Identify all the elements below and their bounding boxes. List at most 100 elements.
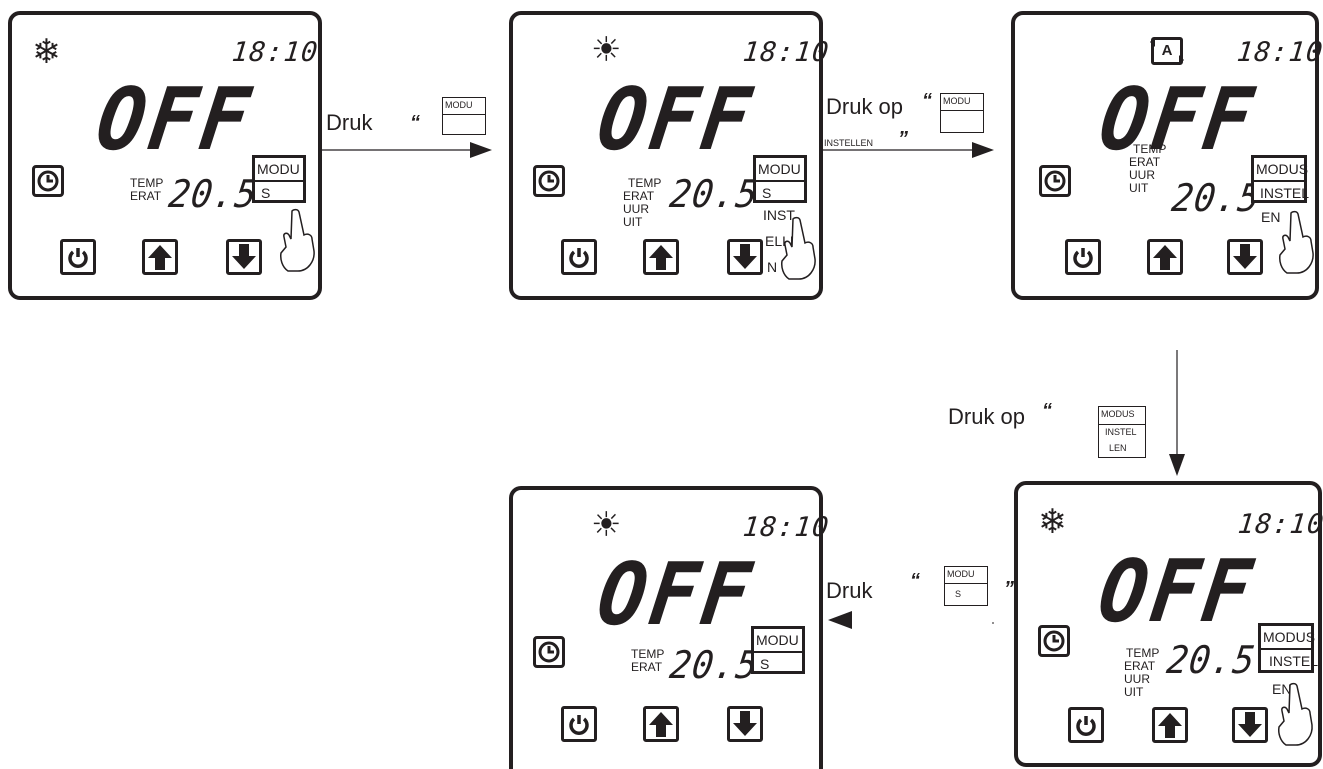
- temp-label-b: ERAT: [623, 189, 655, 203]
- display-panel-3: A 18:10 OFF TEMP ERAT UUR UIT 20.5 MODUS…: [1011, 11, 1323, 300]
- arrow-3-head: [1169, 454, 1185, 476]
- step4-key-label: MODU: [947, 569, 975, 579]
- step1-quote: “: [410, 112, 420, 134]
- arrow-up-icon: [148, 245, 172, 270]
- temp-label-d: UIT: [623, 215, 643, 229]
- step4-key: MODU S: [944, 566, 988, 606]
- auto-mode-icon: A: [1150, 37, 1184, 65]
- sun-icon: ☀: [591, 30, 622, 70]
- mode-button-label: MODU: [257, 161, 300, 177]
- power-button[interactable]: [60, 239, 96, 275]
- clock-icon: [1044, 170, 1066, 192]
- arrow-down-icon: [733, 244, 757, 269]
- timer-button[interactable]: [1038, 625, 1070, 657]
- temperature-value: 20.5: [1164, 638, 1259, 682]
- temp-label-a: TEMP: [1126, 646, 1160, 660]
- up-button[interactable]: [643, 706, 679, 742]
- power-icon: [569, 715, 589, 735]
- mode-overflow-en: EN: [1261, 209, 1281, 225]
- arrow-down-icon: [1238, 712, 1262, 737]
- mode-button[interactable]: MODU S: [252, 155, 306, 203]
- clock-icon: [538, 170, 560, 192]
- mode-button[interactable]: MODU S: [753, 155, 807, 203]
- mode-button-label-2: INSTEL: [1269, 653, 1319, 669]
- step3-label: Druk op: [948, 404, 1026, 429]
- power-button[interactable]: [1065, 239, 1101, 275]
- power-icon: [569, 248, 589, 268]
- clock-readout: 18:10: [741, 512, 831, 543]
- arrow-up-icon: [649, 245, 673, 270]
- temp-label-b: ERAT: [1129, 155, 1161, 169]
- clock-readout: 18:10: [230, 37, 320, 68]
- up-button[interactable]: [142, 239, 178, 275]
- up-button[interactable]: [1147, 239, 1183, 275]
- mode-button[interactable]: MODU S: [751, 626, 805, 674]
- clock-icon: [1043, 630, 1065, 652]
- step2-key: MODU: [940, 93, 984, 133]
- mode-button-divider: [756, 180, 804, 182]
- arrow-up-icon: [649, 712, 673, 737]
- temp-label-b: ERAT: [1124, 659, 1156, 673]
- down-button[interactable]: [226, 239, 262, 275]
- step4-label: Druk: [826, 578, 873, 603]
- mode-button-divider: [255, 180, 303, 182]
- timer-button[interactable]: [533, 165, 565, 197]
- step3-quote: “: [1042, 400, 1052, 422]
- up-button[interactable]: [1152, 707, 1188, 743]
- display-panel-2: ☀ 18:10 OFF TEMP ERAT UUR UIT 20.5 MODU …: [509, 11, 831, 300]
- power-icon: [68, 248, 88, 268]
- display-panel-4: ☀ 18:10 OFF TEMP ERAT 20.5 MODU S: [509, 486, 831, 769]
- mode-button[interactable]: MODUS INSTEL: [1258, 623, 1318, 673]
- arrow-2-head: [972, 142, 994, 158]
- off-readout: OFF: [90, 70, 259, 170]
- arrow-up-icon: [1158, 713, 1182, 738]
- mode-button-divider: [1261, 648, 1311, 650]
- temp-label-c: UUR: [1124, 672, 1150, 686]
- step3-key-label-1: MODUS: [1101, 409, 1135, 419]
- mode-button-divider: [1254, 180, 1304, 182]
- temp-label-a: TEMP: [130, 176, 164, 190]
- timer-button[interactable]: [533, 636, 565, 668]
- sun-icon: ☀: [591, 505, 622, 545]
- step2-quote: “: [922, 90, 932, 112]
- timer-button[interactable]: [32, 165, 64, 197]
- mode-button-label: MODU: [758, 161, 801, 177]
- mode-button-label-2: S: [762, 185, 772, 201]
- clock-icon: [538, 641, 560, 663]
- mode-overflow-3: N: [767, 259, 778, 275]
- temp-label-d: UIT: [1124, 685, 1144, 699]
- mode-button-label-2: S: [760, 656, 770, 672]
- step4-key-label-2: S: [955, 589, 962, 599]
- off-readout: OFF: [591, 70, 760, 170]
- step2-key-divider: [941, 110, 983, 111]
- step1-key: MODU: [442, 97, 486, 135]
- power-button[interactable]: [1068, 707, 1104, 743]
- step4-quote: “: [910, 570, 920, 592]
- mode-button[interactable]: MODUS INSTEL: [1251, 155, 1310, 203]
- down-button[interactable]: [727, 706, 763, 742]
- step1-key-divider: [443, 114, 485, 115]
- down-button[interactable]: [1232, 707, 1268, 743]
- temp-label-b: ERAT: [631, 660, 663, 674]
- arrow-4-head: [828, 611, 852, 629]
- arrow-down-icon: [232, 244, 256, 269]
- down-button[interactable]: [727, 239, 763, 275]
- power-button[interactable]: [561, 706, 597, 742]
- step2-key-label: MODU: [943, 96, 971, 106]
- down-button[interactable]: [1227, 239, 1263, 275]
- mode-overflow-en: EN: [1272, 681, 1292, 697]
- arrow-1-head: [470, 142, 492, 158]
- mode-button-label: MODUS: [1256, 161, 1309, 177]
- temp-label-c: UUR: [623, 202, 649, 216]
- arrow-down-icon: [733, 711, 757, 736]
- step3-key-label-2: INSTEL: [1105, 427, 1137, 437]
- mode-button-label-2: INSTEL: [1260, 185, 1310, 201]
- off-readout: OFF: [591, 545, 760, 645]
- power-button[interactable]: [561, 239, 597, 275]
- clock-readout: 18:10: [1235, 37, 1323, 68]
- up-button[interactable]: [643, 239, 679, 275]
- timer-button[interactable]: [1039, 165, 1071, 197]
- step1-key-label: MODU: [445, 100, 473, 110]
- temperature-value: 20.5: [166, 172, 261, 216]
- step2-label: Druk op: [826, 94, 904, 119]
